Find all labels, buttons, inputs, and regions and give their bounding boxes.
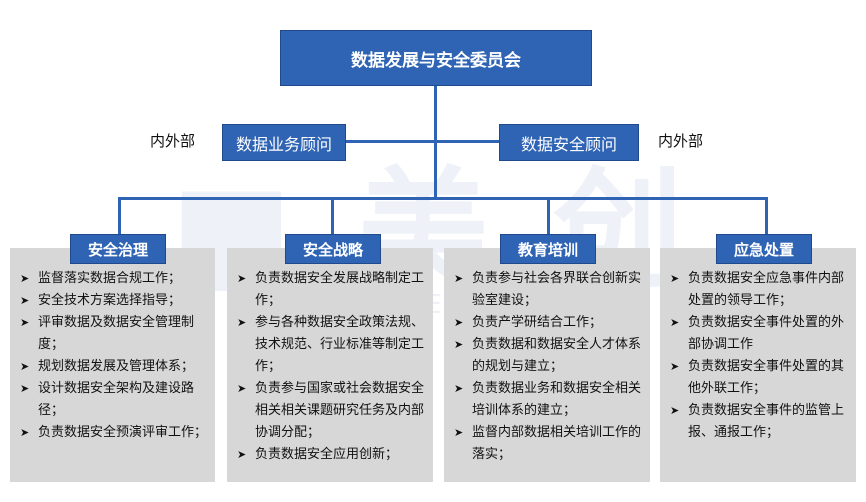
list-item: ➤负责参与国家或社会数据安全相关相关课题研究任务及内部协调分配； (237, 378, 425, 444)
panel-emergency: ➤负责数据安全应急事件内部处置的领导工作； ➤负责数据安全事件处置的外部协调工作… (660, 248, 856, 482)
connector-horizontal-bus (118, 197, 768, 200)
list-item: ➤负责数据安全事件处置的外部协调工作 (670, 312, 848, 356)
list-item: ➤设计数据安全架构及建设路径； (20, 378, 207, 422)
advisor-left-side-label: 内外部 (150, 132, 196, 150)
arrow-bullet-icon: ➤ (454, 426, 464, 439)
committee-box: 数据发展与安全委员会 (280, 30, 592, 86)
list-item: ➤负责参与社会各界联合创新实验室建设； (454, 268, 642, 312)
header-emergency: 应急处置 (716, 234, 812, 264)
arrow-bullet-icon: ➤ (454, 338, 464, 351)
panel-governance: ➤监督落实数据合规工作； ➤安全技术方案选择指导； ➤评审数据及数据安全管理制度… (10, 248, 215, 482)
arrow-bullet-icon: ➤ (454, 272, 464, 285)
arrow-bullet-icon: ➤ (20, 360, 30, 373)
arrow-bullet-icon: ➤ (670, 404, 680, 417)
arrow-bullet-icon: ➤ (20, 382, 30, 395)
header-strategy: 安全战略 (285, 234, 381, 264)
arrow-bullet-icon: ➤ (670, 316, 680, 329)
list-item: ➤评审数据及数据安全管理制度； (20, 312, 207, 356)
header-education: 教育培训 (500, 234, 596, 264)
arrow-bullet-icon: ➤ (237, 316, 247, 329)
header-governance: 安全治理 (70, 234, 166, 264)
list-item: ➤监督内部数据相关培训工作的落实； (454, 422, 642, 466)
arrow-bullet-icon: ➤ (20, 294, 30, 307)
list-item: ➤负责数据业务和数据安全相关培训体系的建立； (454, 378, 642, 422)
list-item: ➤负责数据安全事件的监管上报、通报工作； (670, 400, 848, 444)
arrow-bullet-icon: ➤ (237, 272, 247, 285)
list-item: ➤监督落实数据合规工作； (20, 268, 207, 290)
connector-drop-3 (547, 197, 550, 235)
list-item: ➤负责数据和数据安全人才体系的规划与建立； (454, 334, 642, 378)
list-item: ➤负责数据安全应用创新； (237, 444, 425, 466)
arrow-bullet-icon: ➤ (454, 382, 464, 395)
arrow-bullet-icon: ➤ (20, 316, 30, 329)
arrow-bullet-icon: ➤ (454, 316, 464, 329)
list-item: ➤负责产学研结合工作； (454, 312, 642, 334)
arrow-bullet-icon: ➤ (670, 272, 680, 285)
arrow-bullet-icon: ➤ (237, 448, 247, 461)
advisor-right-side-label: 内外部 (658, 132, 704, 150)
arrow-bullet-icon: ➤ (20, 272, 30, 285)
advisor-security-box: 数据安全顾问 (499, 124, 639, 161)
panel-education: ➤负责参与社会各界联合创新实验室建设； ➤负责产学研结合工作； ➤负责数据和数据… (444, 248, 650, 482)
connector-drop-4 (765, 197, 768, 235)
list-item: ➤负责数据安全应急事件内部处置的领导工作； (670, 268, 848, 312)
list-item: ➤参与各种数据安全政策法规、技术规范、行业标准等制定工作； (237, 312, 425, 378)
list-item: ➤安全技术方案选择指导； (20, 290, 207, 312)
list-item: ➤负责数据安全预演评审工作； (20, 422, 207, 444)
arrow-bullet-icon: ➤ (670, 360, 680, 373)
list-item: ➤规划数据发展及管理体系； (20, 356, 207, 378)
connector-drop-2 (331, 197, 334, 235)
advisor-business-box: 数据业务顾问 (222, 124, 346, 161)
list-item: ➤负责数据安全发展战略制定工作； (237, 268, 425, 312)
connector-drop-1 (118, 197, 121, 235)
arrow-bullet-icon: ➤ (20, 426, 30, 439)
list-item: ➤负责数据安全事件处置的其他外联工作； (670, 356, 848, 400)
arrow-bullet-icon: ➤ (237, 382, 247, 395)
panel-strategy: ➤负责数据安全发展战略制定工作； ➤参与各种数据安全政策法规、技术规范、行业标准… (227, 248, 433, 482)
connector-advisor-bar (345, 140, 500, 143)
